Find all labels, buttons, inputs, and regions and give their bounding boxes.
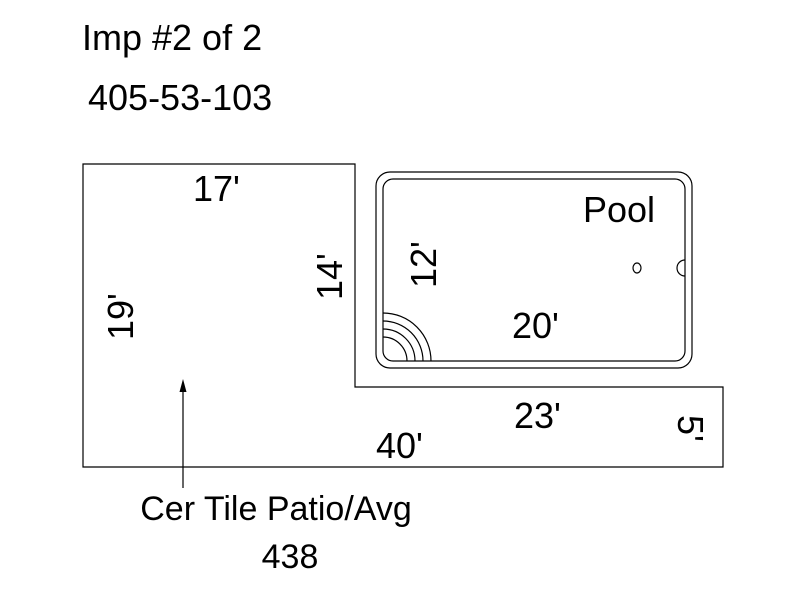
patio-left-dimension: 19': [100, 293, 141, 340]
pool-steps: [382, 312, 432, 362]
pool-skimmer-icon: [676, 259, 686, 277]
leader-arrow: [179, 379, 187, 488]
pool-outer-outline: [375, 171, 693, 369]
pool-width-dimension: 12': [403, 241, 444, 288]
patio-right-dimension: 5': [670, 415, 711, 442]
patio-label: Cer Tile Patio/Avg: [140, 490, 412, 528]
pool-inner-outline: [382, 178, 686, 362]
patio-bottom-dimension: 40': [376, 425, 423, 466]
pool-length-dimension: 20': [512, 305, 559, 346]
pool-drain-icon: [632, 262, 642, 274]
patio-outline: [82, 163, 724, 468]
pool-label: Pool: [583, 189, 655, 230]
patio-area: 438: [262, 538, 319, 576]
improvement-label: Imp #2 of 2: [82, 17, 262, 58]
parcel-number: 405-53-103: [88, 77, 272, 118]
patio-step-dimension: 23': [514, 395, 561, 436]
patio-inner-dimension: 14': [309, 253, 350, 300]
patio-top-dimension: 17': [193, 168, 240, 209]
